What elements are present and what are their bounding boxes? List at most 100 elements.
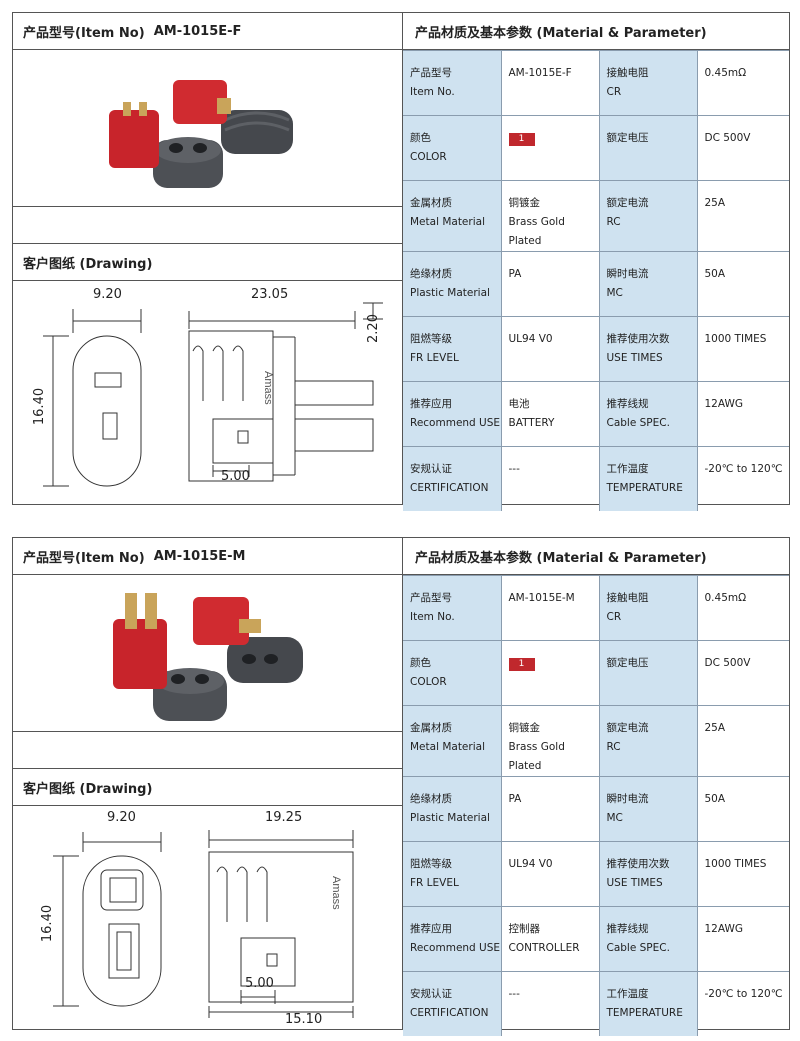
- param-value-en: BATTERY: [508, 417, 555, 429]
- param-label-en: TEMPERATURE: [606, 1007, 683, 1019]
- param-value-cell: -20℃ to 120℃: [696, 971, 789, 1036]
- param-value: 12AWG: [704, 398, 744, 410]
- param-label-en: Item No.: [410, 611, 455, 623]
- param-label-en: Metal Material: [410, 741, 485, 753]
- dim-width: 9.20: [93, 287, 122, 302]
- param-label-cn: 推荐应用: [410, 923, 452, 935]
- param-label-en: CR: [606, 611, 622, 623]
- param-label-en: Metal Material: [410, 216, 485, 228]
- param-label-cn: 额定电压: [606, 132, 649, 144]
- param-label-cell: 金属材质 Metal Material: [403, 180, 502, 252]
- param-label-cn: 金属材质: [410, 722, 452, 734]
- side-view-body: [188, 330, 274, 482]
- param-label-cn: 瞬时电流: [606, 793, 649, 805]
- param-label-en: FR LEVEL: [410, 352, 459, 364]
- item-label: 产品型号(Item No): [23, 25, 145, 41]
- param-value-cell: 25A: [696, 705, 789, 777]
- product-photo: [13, 50, 402, 207]
- spacer-row: [13, 207, 402, 244]
- param-value-cell: PA: [500, 251, 600, 317]
- param-value-cell: 电池 BATTERY: [500, 381, 600, 447]
- param-label-cn: 安规认证: [410, 463, 452, 475]
- item-label: 产品型号(Item No): [23, 550, 145, 566]
- drawing-label: 客户图纸 (Drawing): [23, 256, 153, 272]
- param-label-cell: 额定电压: [598, 640, 698, 706]
- connector-photo-female: [109, 80, 293, 188]
- param-label-en: RC: [606, 741, 621, 753]
- side-view-body: [208, 851, 354, 1003]
- param-label-cn: 金属材质: [410, 197, 452, 209]
- param-label-cn: 额定电流: [606, 197, 649, 209]
- param-value: PA: [508, 268, 522, 280]
- param-value-cell: ---: [500, 446, 600, 511]
- color-swatch: 1: [508, 133, 535, 146]
- parameter-column: 产品材质及基本参数 (Material & Parameter) 产品型号 Ite…: [403, 13, 789, 511]
- param-value: 50A: [704, 268, 726, 280]
- param-value-cell: UL94 V0: [500, 316, 600, 382]
- param-value: 12AWG: [704, 923, 744, 935]
- param-value: UL94 V0: [508, 333, 553, 345]
- param-value: 电池: [508, 398, 530, 410]
- param-value-cell: AM-1015E-F: [500, 50, 600, 116]
- param-label-cn: 阻燃等级: [410, 333, 452, 345]
- param-value: 1000 TIMES: [704, 333, 767, 345]
- parameter-row: 金属材质 Metal Material 铜镀金 Brass Gold Plated 额定…: [403, 180, 789, 252]
- param-value-en: Brass Gold Plated: [508, 216, 565, 247]
- param-label-cn: 接触电阻: [606, 67, 649, 79]
- red-plug-back: [193, 597, 249, 645]
- param-value-en: Brass Gold Plated: [508, 741, 565, 772]
- drawing-svg-female: Amass: [43, 302, 383, 487]
- param-value: 铜镀金: [508, 197, 541, 209]
- param-value: -20℃ to 120℃: [704, 463, 783, 475]
- dim-height: 16.40: [32, 387, 48, 426]
- drawing-svg-male: Amass: [53, 830, 354, 1018]
- dim-side: 2.20: [365, 314, 381, 343]
- spacer-row: [13, 732, 402, 769]
- param-label-cn: 产品型号: [410, 67, 452, 79]
- param-value: DC 500V: [704, 657, 751, 669]
- param-label-en: MC: [606, 287, 623, 299]
- parameter-header: 产品材质及基本参数 (Material & Parameter): [403, 13, 789, 50]
- red-plug-front: [109, 110, 159, 168]
- param-label-en: Cable SPEC.: [606, 417, 670, 429]
- param-value-cell: 12AWG: [696, 906, 789, 972]
- param-value-cell: AM-1015E-M: [500, 575, 600, 641]
- param-value: ---: [508, 463, 520, 475]
- param-label-en: Item No.: [410, 86, 455, 98]
- param-label-cn: 接触电阻: [606, 592, 649, 604]
- front-pin-top: [109, 877, 137, 903]
- side-view-pin-block: [240, 937, 296, 987]
- param-label-cell: 产品型号 Item No.: [403, 50, 502, 116]
- front-slot-top: [94, 372, 122, 388]
- left-column: 产品型号(Item No) AM-1015E-M 客户图纸 (Drawing): [13, 538, 403, 1029]
- param-label-cn: 颜色: [410, 132, 431, 144]
- product-panel-male: 产品型号(Item No) AM-1015E-M 客户图纸 (Drawing): [12, 537, 790, 1036]
- param-value-cell: PA: [500, 776, 600, 842]
- connector-photo-male: [113, 593, 303, 721]
- param-label-cn: 颜色: [410, 657, 431, 669]
- param-label-cell: 金属材质 Metal Material: [403, 705, 502, 777]
- param-label-en: FR LEVEL: [410, 877, 459, 889]
